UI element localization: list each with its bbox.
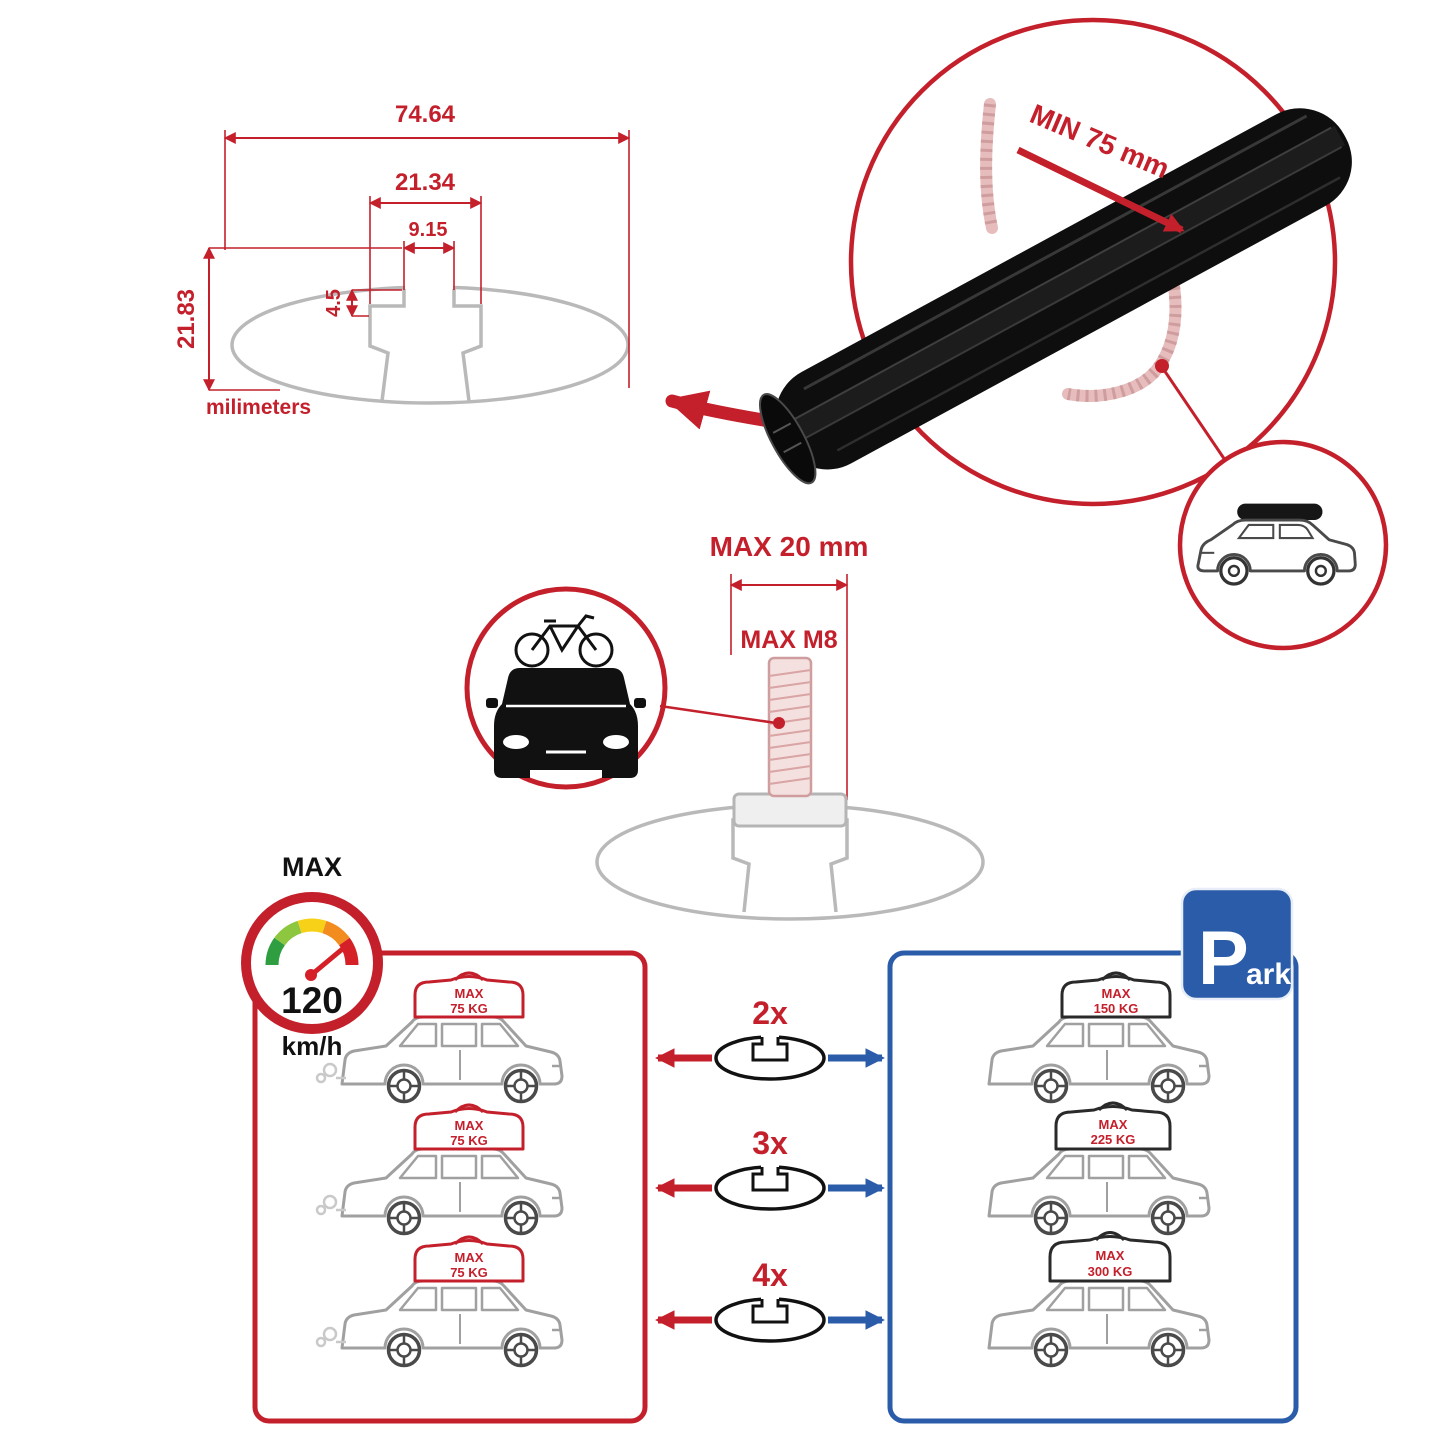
- parked-car-1: MAX 150 KG: [987, 971, 1211, 1104]
- svg-text:75 KG: 75 KG: [450, 1133, 488, 1148]
- driving-car-2: MAX 75 KG: [315, 1103, 564, 1236]
- svg-text:MAX: MAX: [455, 986, 484, 1001]
- load-badge: MAX 225 KG: [1054, 1101, 1172, 1151]
- t-slot-left: [368, 289, 406, 402]
- min-clamp-arrow: [1016, 146, 1185, 234]
- bike-car-bubble: [464, 586, 785, 790]
- svg-text:75 KG: 75 KG: [450, 1001, 488, 1016]
- bolt-diagram: MAX 20 mm MAX M8: [464, 531, 985, 921]
- park-p: P: [1198, 916, 1249, 1001]
- driving-car-3: MAX 75 KG: [315, 1235, 564, 1368]
- bolt-shaft: [767, 656, 813, 798]
- svg-text:MAX: MAX: [1096, 1248, 1125, 1263]
- gauge-max-label: MAX: [282, 852, 342, 882]
- dim-height-label: 21.83: [173, 289, 200, 349]
- svg-text:150 KG: 150 KG: [1094, 1001, 1139, 1016]
- svg-text:75 KG: 75 KG: [450, 1265, 488, 1280]
- max-thread-label: MAX M8: [740, 626, 837, 654]
- multiplier-label: 3x: [752, 1125, 788, 1161]
- svg-text:MAX: MAX: [1102, 986, 1131, 1001]
- min-clamp-label: MIN 75 mm: [1026, 98, 1174, 184]
- crossbar-profile-outline: [230, 285, 630, 405]
- dim-slot-outer-label: 21.34: [395, 169, 456, 196]
- svg-text:MAX: MAX: [1099, 1117, 1128, 1132]
- dim-width-label: 74.64: [395, 101, 456, 128]
- multiplier-label: 4x: [752, 1257, 788, 1293]
- park-ark: ark: [1246, 958, 1291, 991]
- multiplier-row-2: 3x: [655, 1125, 885, 1211]
- park-sign: P ark: [1180, 887, 1294, 1001]
- detail-circle: [848, 17, 1338, 507]
- profile-dimension-diagram: 74.64 21.34 9.15 4.5 21.83 milimeters: [173, 101, 631, 419]
- black-crossbar: [759, 108, 1352, 485]
- bike-icon: [514, 614, 614, 668]
- clamp-point-dot: [1155, 359, 1169, 373]
- svg-text:MAX: MAX: [455, 1250, 484, 1265]
- car-front-icon: [486, 668, 646, 778]
- bolt-leader-line: [659, 704, 777, 725]
- units-label: milimeters: [206, 396, 311, 419]
- load-comparison: 2x 3x 4x: [241, 852, 1299, 1424]
- driving-car-1: MAX 75 KG: [315, 971, 564, 1104]
- dim-slot-inner-label: 9.15: [409, 219, 448, 241]
- speed-units: km/h: [282, 1031, 343, 1061]
- parked-car-3: MAX 300 KG: [987, 1231, 1211, 1368]
- speed-value: 120: [281, 980, 343, 1021]
- suv-bubble: [1177, 439, 1389, 651]
- suv-roofbox-art: [1196, 503, 1357, 586]
- svg-text:225 KG: 225 KG: [1091, 1132, 1136, 1147]
- multiplier-label: 2x: [752, 995, 788, 1031]
- t-nut-head: [732, 792, 848, 828]
- svg-text:MAX: MAX: [455, 1118, 484, 1133]
- bubble-leader-line: [1162, 369, 1227, 461]
- max-width-label: MAX 20 mm: [710, 531, 869, 562]
- svg-text:300 KG: 300 KG: [1088, 1264, 1133, 1279]
- speed-limit-gauge: MAX 120 km/h: [241, 852, 383, 1061]
- load-badge: MAX 300 KG: [1048, 1231, 1172, 1283]
- load-badge: MAX 75 KG: [413, 971, 525, 1019]
- parked-car-2: MAX 225 KG: [987, 1101, 1211, 1236]
- multiplier-row-1: 2x: [655, 995, 885, 1081]
- gauge-needle: [307, 943, 349, 979]
- load-badge: MAX 150 KG: [1060, 971, 1172, 1019]
- multiplier-row-3: 4x: [655, 1257, 885, 1343]
- dim-lip-label: 4.5: [323, 289, 345, 317]
- t-slot-right: [452, 289, 483, 402]
- bolt-point-dot: [773, 717, 785, 729]
- bar-end-cap: [759, 393, 817, 485]
- load-badge: MAX 75 KG: [413, 1235, 525, 1283]
- load-badge: MAX 75 KG: [413, 1103, 525, 1151]
